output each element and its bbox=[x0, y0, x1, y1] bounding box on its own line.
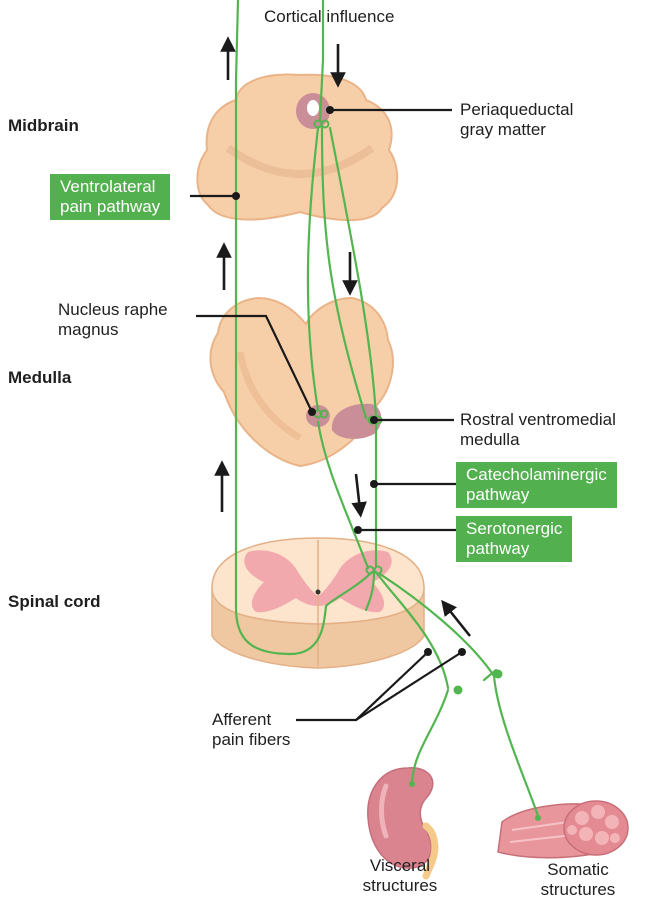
midbrain-section bbox=[197, 75, 397, 221]
cortical-influence-label: Cortical influence bbox=[264, 7, 394, 27]
visceral-structures-label: Visceral structures bbox=[352, 856, 448, 896]
midbrain-label: Midbrain bbox=[8, 116, 79, 136]
nerve-endings bbox=[409, 670, 541, 822]
rostral-ventromedial-label: Rostral ventromedial medulla bbox=[460, 410, 616, 450]
spinal-cord-label: Spinal cord bbox=[8, 592, 101, 612]
periaqueductal-label: Periaqueductal gray matter bbox=[460, 100, 573, 140]
somatic-structures-label: Somatic structures bbox=[528, 860, 628, 900]
muscle-illustration bbox=[498, 801, 628, 858]
catecholaminergic-pathway-box: Catecholaminergic pathway bbox=[456, 462, 617, 508]
serotonergic-pathway-box: Serotonergic pathway bbox=[456, 516, 572, 562]
nucleus-raphe-label: Nucleus raphe magnus bbox=[58, 300, 168, 340]
spinal-cord-section bbox=[212, 538, 424, 668]
afferent-fibers-label: Afferent pain fibers bbox=[212, 710, 290, 750]
medulla-label: Medulla bbox=[8, 368, 71, 388]
ventrolateral-pathway-box: Ventrolateral pain pathway bbox=[50, 174, 170, 220]
